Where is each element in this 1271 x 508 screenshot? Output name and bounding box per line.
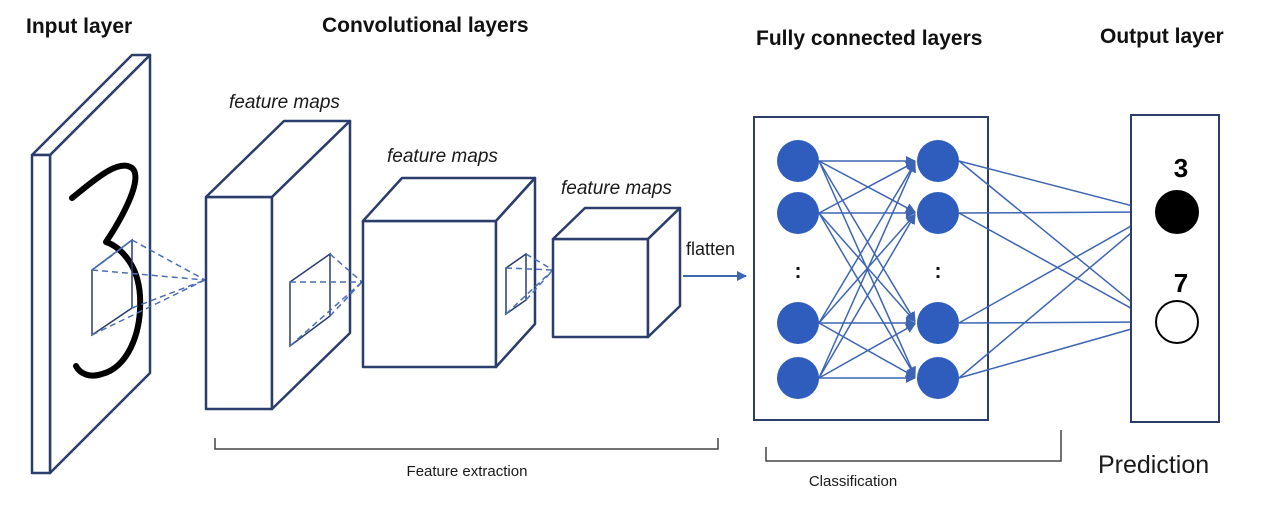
fc-node-layer-2	[917, 302, 959, 344]
feature-extraction-label: Feature extraction	[407, 463, 528, 480]
fc-connection-line	[818, 322, 916, 378]
header-output-layer: Output layer	[1100, 25, 1224, 48]
fc-connection-line	[818, 161, 916, 379]
fc-node-layer-2	[917, 192, 959, 234]
fc-node-layer-2	[917, 140, 959, 182]
fc-ellipsis-left: :	[795, 260, 802, 283]
output-label-3: 3	[1174, 153, 1188, 183]
prediction-label: Prediction	[1098, 451, 1209, 479]
conv-block-3	[551, 206, 682, 339]
output-layer-box	[1130, 114, 1220, 423]
feature-extraction-bracket	[214, 438, 719, 450]
fc-node-layer-1	[777, 192, 819, 234]
fc-ellipsis-right: :	[935, 260, 942, 283]
fc-node-layer-1	[777, 140, 819, 182]
fc-node-layer-1	[777, 357, 819, 399]
output-connection-line	[958, 211, 1157, 324]
fc-connection-line	[818, 161, 916, 324]
header-input-layer: Input layer	[26, 15, 132, 38]
fc-connection-line	[818, 212, 916, 323]
output-connection-line	[958, 211, 1157, 379]
fc-connection-line	[818, 213, 916, 379]
output-connection-line	[958, 160, 1157, 323]
output-connection-line	[958, 317, 1157, 328]
output-node-7	[1155, 300, 1199, 344]
header-fully-connected-layers: Fully connected layers	[756, 27, 982, 50]
conv-block-1	[204, 119, 363, 411]
output-node-3	[1155, 190, 1199, 234]
fc-connection-line	[818, 160, 916, 323]
fc-connection-line	[818, 160, 916, 213]
flatten-label: flatten	[686, 239, 735, 259]
fc-connections	[818, 156, 916, 383]
output-connection-line	[958, 160, 1157, 215]
fc-connection-line	[818, 323, 916, 379]
fc-connection-line	[818, 161, 916, 214]
output-label-7: 7	[1174, 268, 1188, 298]
classification-label: Classification	[809, 473, 897, 490]
conv-block-2	[361, 176, 554, 369]
header-convolutional-layers: Convolutional layers	[322, 14, 529, 37]
handwritten-digit-three	[69, 162, 144, 379]
fc-node-layer-1	[777, 302, 819, 344]
fc-connection-line	[818, 212, 916, 378]
feature-maps-label-3: feature maps	[561, 178, 672, 199]
fc-node-layer-2	[917, 357, 959, 399]
input-receptive-field	[91, 238, 206, 337]
fc-nodes	[777, 140, 959, 399]
output-connection-line	[958, 319, 1157, 379]
output-nodes	[1155, 190, 1199, 344]
feature-maps-label-1: feature maps	[229, 92, 340, 113]
output-connections	[958, 160, 1157, 379]
feature-maps-label-2: feature maps	[387, 146, 498, 167]
classification-bracket	[765, 430, 1062, 462]
output-connection-line	[958, 207, 1157, 218]
